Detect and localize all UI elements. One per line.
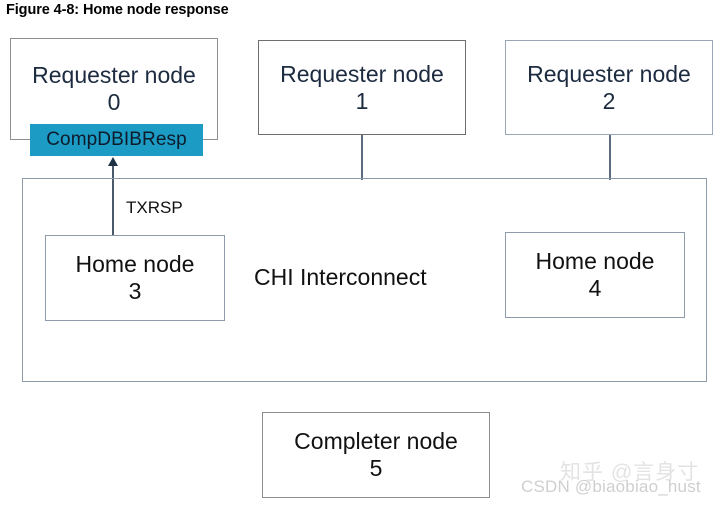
node-requester-0-id: 0 <box>107 89 121 115</box>
flow-label-txrsp: TXRSP <box>126 198 183 217</box>
node-requester-2[interactable]: Requester node 2 <box>505 40 713 135</box>
node-completer-5[interactable]: Completer node 5 <box>262 412 490 498</box>
connector-requester1-to-interconnect <box>361 135 363 180</box>
node-requester-0[interactable]: Requester node 0 <box>10 38 218 140</box>
node-requester-1-label: Requester node <box>280 60 444 87</box>
node-completer-5-id: 5 <box>369 455 383 481</box>
figure-title: Figure 4-8: Home node response <box>6 2 229 18</box>
node-requester-2-id: 2 <box>602 87 616 114</box>
watermark-zhihu: 知乎 @言身寸 <box>560 461 700 484</box>
node-home-4-id: 4 <box>588 275 602 301</box>
node-home-3-id: 3 <box>128 278 142 304</box>
node-completer-5-label: Completer node <box>294 428 458 455</box>
chi-interconnect-label: CHI Interconnect <box>254 264 427 290</box>
node-home-4-label: Home node <box>535 248 655 275</box>
node-requester-1[interactable]: Requester node 1 <box>258 40 466 135</box>
connector-requester2-to-interconnect <box>609 135 611 180</box>
chi-interconnect-container <box>22 178 707 382</box>
node-home-3-label: Home node <box>75 251 195 278</box>
node-home-3[interactable]: Home node 3 <box>45 235 225 321</box>
arrow-txrsp-line <box>112 166 114 236</box>
node-requester-2-label: Requester node <box>527 60 691 87</box>
node-home-4[interactable]: Home node 4 <box>505 232 685 318</box>
arrow-txrsp-head <box>108 157 118 166</box>
node-requester-0-label: Requester node <box>32 62 196 89</box>
watermark-csdn: CSDN @biaobiao_hust <box>521 477 701 496</box>
node-requester-1-id: 1 <box>355 87 369 114</box>
message-badge-compdbibresp[interactable]: CompDBIBResp <box>30 124 203 156</box>
